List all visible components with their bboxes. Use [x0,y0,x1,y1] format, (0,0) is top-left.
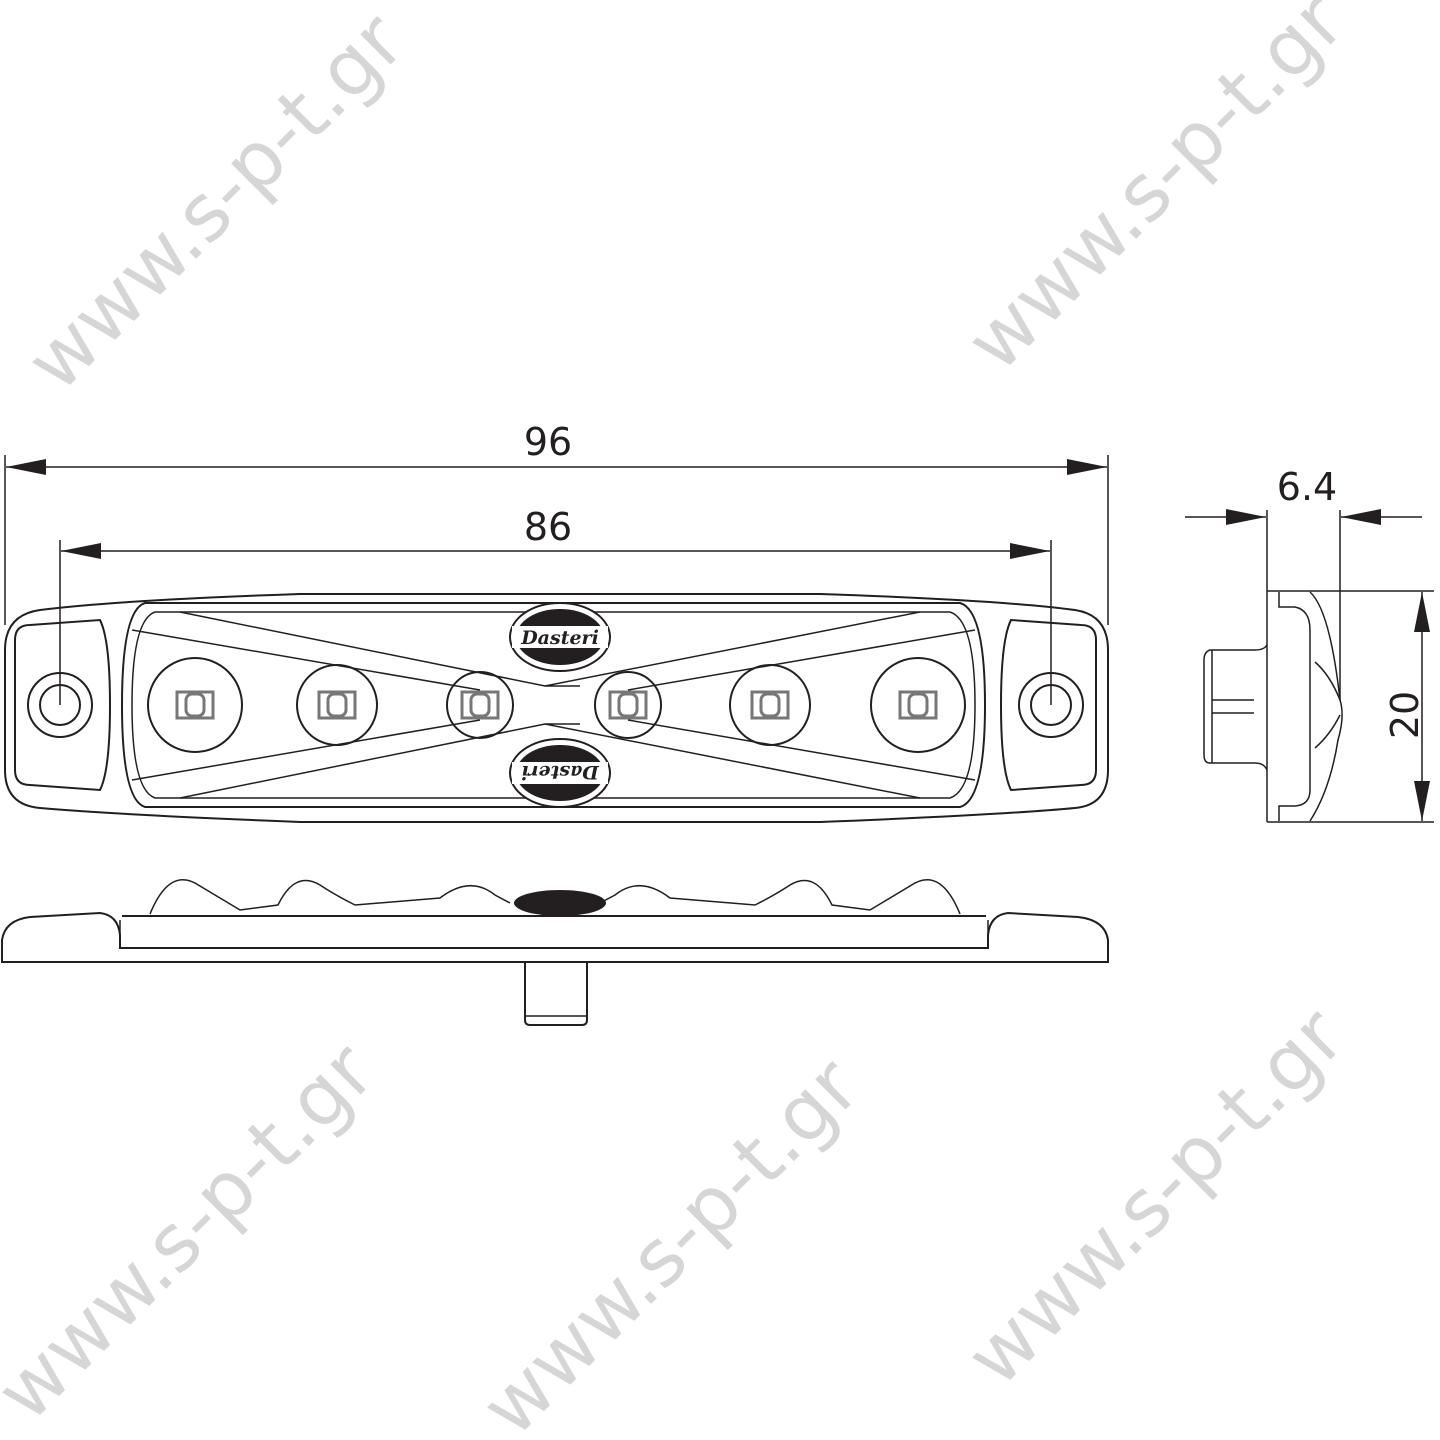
dimension-hole-spacing: 86 [59,505,1052,705]
dimension-label-20: 20 [1383,691,1427,739]
mounting-hole-right [1018,672,1084,738]
watermark: www.s-p-t.gr [0,1026,392,1438]
brand-logo-top: Dasteri [509,602,611,672]
brand-logo-text: Dasteri [520,627,599,649]
led-lenses [147,657,966,753]
dimension-label-6-4: 6.4 [1277,465,1337,509]
dimension-label-86: 86 [524,505,572,549]
dimension-label-96: 96 [524,420,572,464]
top-view: Dasteri Dasteri [4,593,1109,823]
front-view [1,879,1109,1026]
watermarks: www.s-p-t.gr www.s-p-t.gr www.s-p-t.gr w… [0,0,1362,1440]
watermark: www.s-p-t.gr [465,1041,877,1440]
mounting-hole-left [27,672,93,738]
watermark: www.s-p-t.gr [950,991,1362,1403]
watermark: www.s-p-t.gr [950,0,1362,388]
brand-logo-text: Dasteri [521,761,600,783]
logo-side-icon [514,890,606,916]
side-view: 6.4 20 [1185,465,1434,823]
watermark: www.s-p-t.gr [10,0,422,408]
dimension-overall-length: 96 [4,420,1109,625]
brand-logo-bottom: Dasteri [509,738,611,808]
